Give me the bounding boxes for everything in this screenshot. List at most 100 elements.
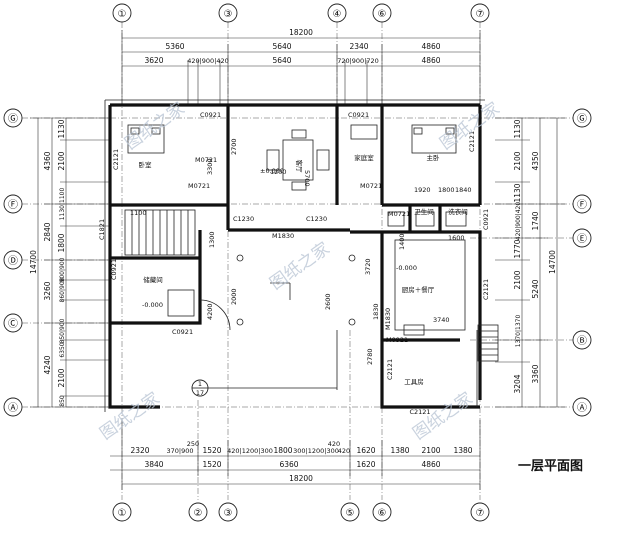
section-number: 1 (198, 380, 202, 388)
room-label-tool: 工具房 (404, 377, 424, 386)
tag-c0921-top2: C0921 (348, 111, 369, 119)
dim-top-1: 5360 (165, 42, 184, 51)
axis-label-top-1: ① (118, 9, 127, 20)
storage-level: -0.000 (142, 301, 163, 309)
dim-1840: 1840 (455, 186, 472, 194)
dim-bottom-r2-5: 4860 (421, 460, 440, 469)
dim-bottom-r2-2: 1520 (202, 460, 221, 469)
dim-bottom-r2-1: 3840 (144, 460, 163, 469)
axis-bubble-left-A (3, 397, 23, 417)
dim-top-r2-2: 420|900|420 (187, 57, 229, 65)
axis-bubble-right-G (572, 108, 592, 128)
left-dimensions: 14700 4360 2840 3260 4240 1130 2100 1130… (29, 117, 110, 408)
watermarks: 图纸之家 图纸之家 图纸之家 图纸之家 图纸之家 (96, 99, 503, 444)
dim-left-2: 2840 (43, 222, 52, 241)
room-label-master: 主卧 (427, 153, 441, 162)
room-label-living: 客厅 (295, 160, 304, 174)
bottom-axis-markers: ① ② ③ ⑤ ⑥ ⑦ (112, 502, 490, 522)
axis-label-bottom-6: ⑥ (378, 508, 387, 519)
tag-c1230-a: C1230 (233, 215, 254, 223)
dim-left-total: 14700 (29, 250, 38, 274)
dim-top-r2-4: 720|900|720 (337, 57, 379, 65)
dim-top-r2-3: 5640 (272, 56, 291, 65)
axis-label-top-6: ⑥ (378, 9, 387, 20)
tag-c0921-top: C0921 (200, 111, 221, 119)
axis-label-top-7: ⑦ (476, 9, 485, 20)
axis-label-left-A: Ⓐ (8, 402, 18, 414)
tag-m0721-d: M0721 (388, 210, 410, 218)
axis-label-left-F: Ⓕ (8, 199, 18, 211)
right-dimensions: 1130 2100 1130 420|900|420 1770 2100 137… (495, 117, 565, 408)
dim-1400: 1400 (398, 233, 406, 250)
dim-left-r2-5: 900|900 (59, 257, 66, 282)
watermark-4: 图纸之家 (96, 389, 163, 444)
dim-right-r2-1: 1130 (513, 119, 522, 138)
dim-left-3: 3260 (43, 281, 52, 300)
dim-left-r2-10: 850 (59, 395, 66, 407)
living-width: 5700 (303, 170, 311, 187)
tag-c2121-tool-side: C2121 (386, 359, 394, 380)
tag-m0721-a: M0721 (195, 156, 217, 164)
dim-left-r2-4: 1800 (57, 233, 66, 252)
tag-c1230-b: C1230 (306, 215, 327, 223)
dim-left-r2-1: 1130 (57, 119, 66, 138)
tag-m0721-c: M0721 (360, 182, 382, 190)
dim-1920: 1920 (414, 186, 431, 194)
axis-bubble-top-1 (112, 3, 132, 23)
dim-left-r2-6: 860|900 (59, 277, 66, 302)
dim-left-r2-9: 2100 (57, 368, 66, 387)
opening-tags: C0921 C0921 C2121 C2121 M0721 M0721 M072… (98, 111, 490, 416)
axis-bubble-top-6 (372, 3, 392, 23)
axis-bubble-bottom-7 (470, 502, 490, 522)
room-label-bedroom-left: 卧室 (139, 160, 153, 169)
tag-m0921: M0921 (386, 336, 408, 344)
dim-top-3: 2340 (349, 42, 368, 51)
axis-bubble-bottom-2 (188, 502, 208, 522)
dim-right-r2-3: 1130 (513, 183, 522, 202)
dim-bottom-8: 1620 (356, 446, 375, 455)
dim-right-total: 14700 (548, 250, 557, 274)
axis-bubble-left-D (3, 250, 23, 270)
dim-bottom-6: 300|1200|300 (293, 447, 339, 455)
dim-1600: 1600 (448, 234, 465, 242)
axis-label-bottom-1: ① (118, 508, 127, 519)
axis-bubble-left-G (3, 108, 23, 128)
dim-1800: 1800 (438, 186, 455, 194)
dim-bottom-5: 1800 (273, 446, 292, 455)
tag-c0921-right: C0921 (482, 209, 490, 230)
axis-bubble-left-C (3, 313, 23, 333)
living-level: ±0.000 (260, 167, 284, 175)
dim-right-r2-4: 420|900|420 (515, 202, 522, 241)
axis-label-left-C: Ⓒ (8, 318, 18, 330)
dim-bottom-2: 370|900 (166, 447, 193, 455)
axis-label-right-E: Ⓔ (577, 233, 587, 245)
section-sub: 17 (196, 389, 204, 397)
dim-1200: 1200 (270, 168, 287, 176)
section-marker: 1 17 (191, 379, 209, 397)
dim-right-2: 1740 (531, 211, 540, 230)
dim-bottom-10: 2100 (421, 446, 440, 455)
dim-4200: 4200 (206, 303, 214, 320)
tag-c1821: C1821 (98, 219, 106, 240)
dim-right-1: 4350 (531, 151, 540, 170)
dim-left-r2-2: 2100 (57, 151, 66, 170)
dim-right-r2-2: 2100 (513, 151, 522, 170)
axis-label-left-G: Ⓖ (8, 113, 18, 125)
building-walls (104, 99, 499, 412)
axis-label-right-B: Ⓑ (577, 335, 587, 347)
dim-right-r2-7: 1370|1370 (515, 315, 522, 348)
room-label-family: 家庭室 (354, 153, 374, 162)
tag-c2121-right: C2121 (482, 279, 490, 300)
tag-stair-width: 1100 (130, 209, 147, 217)
tag-c0921-mid: C0921 (172, 328, 193, 336)
dim-2600: 2600 (324, 293, 332, 310)
axis-bubble-top-4 (327, 3, 347, 23)
watermark-1: 图纸之家 (121, 99, 188, 154)
dim-2780: 2780 (366, 348, 374, 365)
axis-label-right-F: Ⓕ (577, 199, 587, 211)
axis-label-bottom-3: ③ (224, 508, 233, 519)
dim-3300: 3300 (206, 158, 214, 175)
dim-left-r2-8: 6350 (59, 342, 66, 357)
dim-bottom-mark-2: 420 (328, 440, 340, 448)
